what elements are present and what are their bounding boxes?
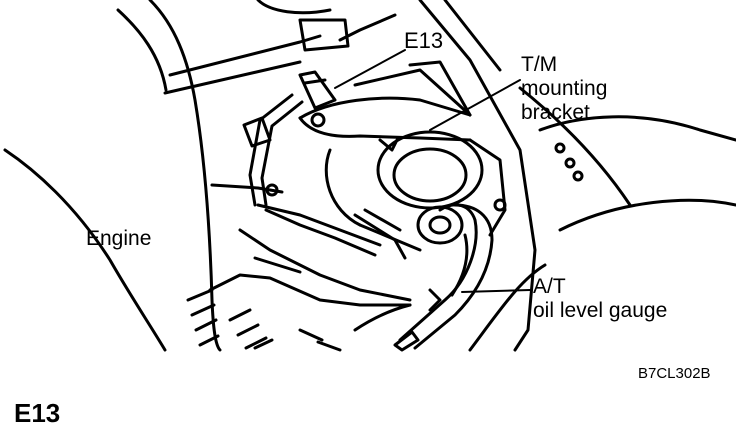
e13-label: E13 bbox=[404, 28, 444, 53]
tm-mounting-bracket bbox=[298, 60, 507, 252]
e13-connector bbox=[208, 70, 412, 307]
at-oil-level-gauge-label: A/T oil level gauge bbox=[533, 275, 667, 323]
body-panel-outline bbox=[418, 0, 736, 352]
e13-leader bbox=[334, 49, 406, 89]
bracket-leader bbox=[429, 79, 521, 131]
at-oil-level-gauge bbox=[353, 203, 494, 352]
figure-code: B7CL302B bbox=[638, 365, 711, 382]
gauge-leader bbox=[461, 289, 531, 293]
engine-block-outline bbox=[3, 0, 397, 352]
tm-mounting-bracket-label: T/M mounting bracket bbox=[521, 53, 607, 125]
tm-label-line3: bracket bbox=[521, 101, 590, 124]
tm-label-line1: T/M bbox=[521, 53, 558, 76]
leader-lines bbox=[334, 49, 531, 293]
tm-label-line2: mounting bbox=[521, 77, 608, 100]
gauge-label-line2: oil level gauge bbox=[533, 299, 668, 322]
section-title: E13 bbox=[14, 398, 61, 428]
gauge-label-line1: A/T bbox=[533, 275, 566, 298]
engine-label: Engine bbox=[86, 227, 152, 250]
